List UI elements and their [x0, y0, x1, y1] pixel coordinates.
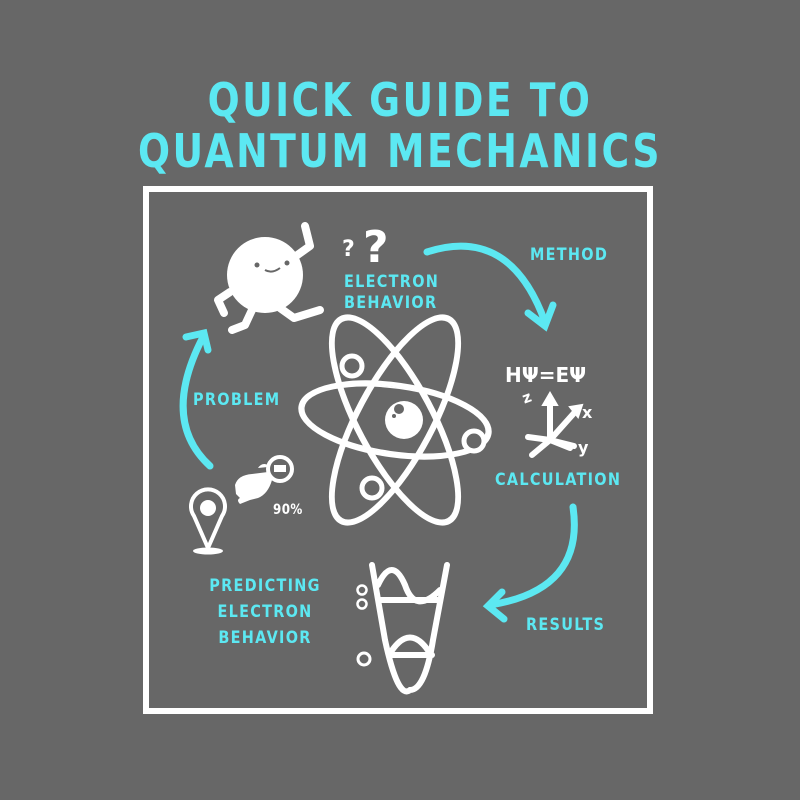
location-pin-icon — [189, 487, 227, 555]
title-line-1: QUICK GUIDE TO — [207, 73, 593, 127]
axes-icon — [525, 391, 584, 458]
label-predicting-electron-behavior: PREDICTING ELECTRON BEHAVIOR — [201, 576, 329, 649]
label-predicting-line1: PREDICTING — [209, 576, 321, 596]
label-method: METHOD — [530, 245, 609, 265]
label-electron-behavior-line2: BEHAVIOR — [344, 293, 438, 313]
axis-z-label: z — [520, 387, 535, 407]
equation-text: HΨ=EΨ — [505, 363, 586, 387]
minus-circle-icon — [266, 455, 294, 483]
label-problem: PROBLEM — [193, 390, 281, 410]
arrow-results-icon — [482, 503, 578, 623]
title-line-2: QUANTUM MECHANICS — [137, 124, 663, 178]
arrow-method-icon — [423, 242, 557, 332]
arrow-problem-icon — [179, 328, 214, 470]
question-mark-large-icon: ? — [363, 222, 389, 273]
axis-x-label: x — [582, 403, 593, 422]
electron-character-icon — [214, 222, 324, 334]
pointing-hand-icon — [235, 464, 272, 504]
question-mark-small-icon: ? — [342, 237, 355, 262]
label-calculation: CALCULATION — [495, 470, 622, 490]
axis-y-label: y — [578, 438, 589, 457]
label-predicting-line3: BEHAVIOR — [218, 628, 312, 648]
label-electron-behavior: ELECTRON BEHAVIOR — [344, 272, 439, 314]
label-results: RESULTS — [526, 615, 606, 635]
atom-icon — [298, 314, 492, 526]
label-electron-behavior-line1: ELECTRON — [344, 272, 440, 292]
label-percent: 90% — [273, 502, 303, 518]
label-predicting-line2: ELECTRON — [217, 602, 313, 622]
potential-well-icon — [356, 562, 450, 695]
diagram-frame — [143, 186, 653, 714]
